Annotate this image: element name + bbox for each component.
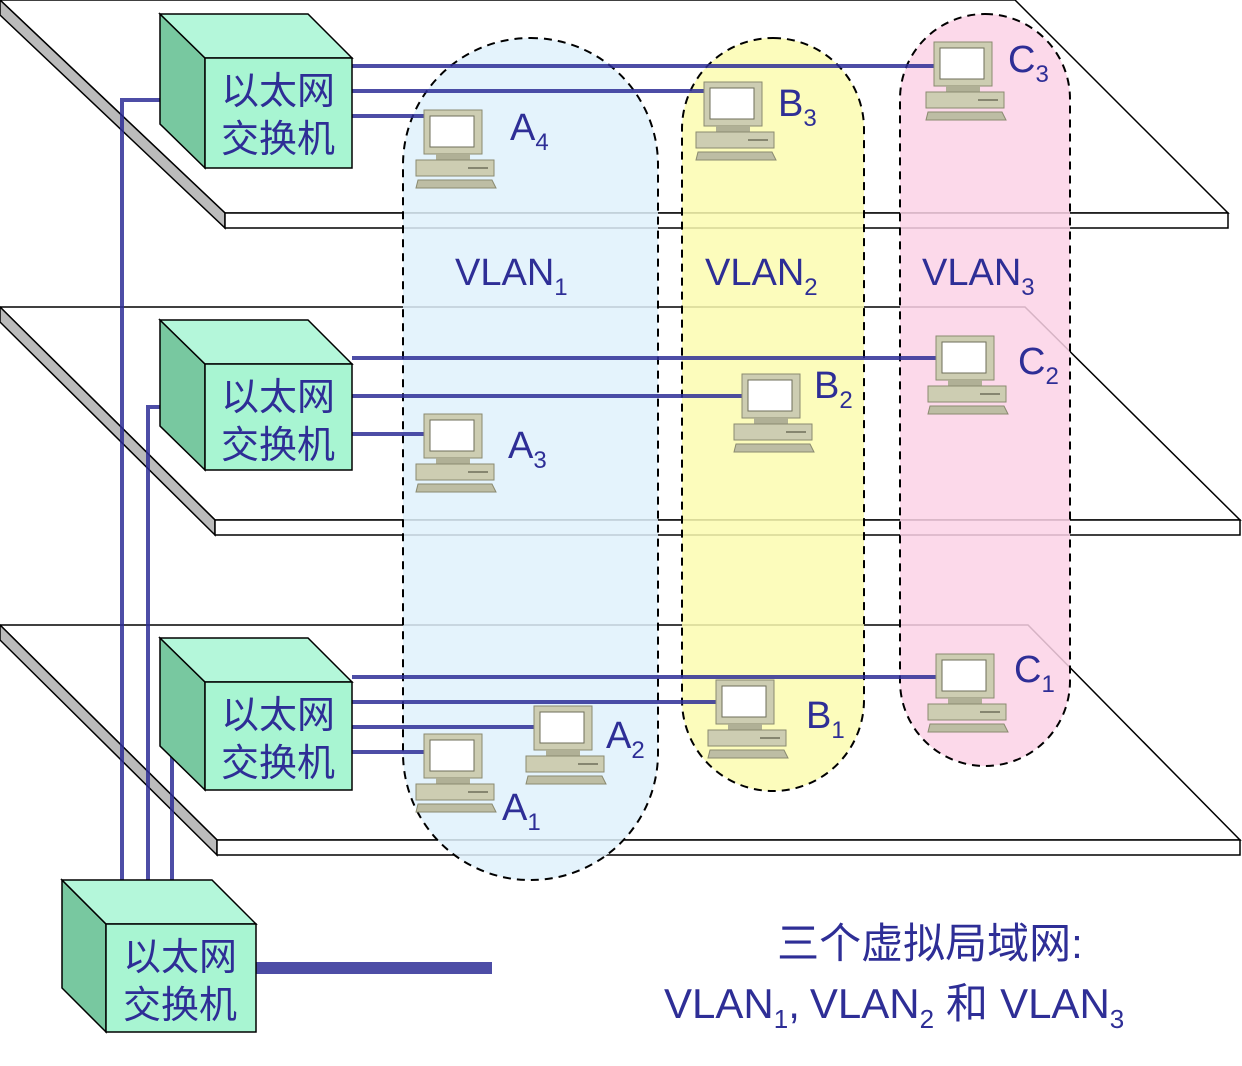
switch-bottom-label-line1: 以太网 <box>221 695 335 737</box>
switch-central-label-line1: 以太网 <box>123 937 237 979</box>
host-label-a2: A2 <box>606 715 645 764</box>
vlan3-label: VLAN3 <box>922 252 1035 301</box>
switch-top-label-line1: 以太网 <box>221 71 335 113</box>
switch-top-label-line2: 交换机 <box>221 119 335 161</box>
switch-central: 以太网 交换机 <box>60 878 258 1034</box>
vlan2-label: VLAN2 <box>705 252 818 301</box>
switch-bottom: 以太网 交换机 <box>158 636 354 792</box>
host-label-c1: C1 <box>1014 649 1055 698</box>
host-label-c3: C3 <box>1008 39 1049 88</box>
host-label-b2: B2 <box>814 365 853 414</box>
switch-top: 以太网 交换机 <box>158 12 354 170</box>
caption-line1: 三个虚拟局域网: <box>777 920 1083 967</box>
switch-bottom-label-line2: 交换机 <box>221 743 335 785</box>
vlan1-region <box>402 37 659 881</box>
switch-middle: 以太网 交换机 <box>158 318 354 472</box>
switch-middle-label-line2: 交换机 <box>221 425 335 467</box>
host-label-a3: A3 <box>508 425 547 474</box>
vlan1-label: VLAN1 <box>455 252 568 301</box>
host-label-a1: A1 <box>502 787 541 836</box>
host-label-c2: C2 <box>1018 341 1059 390</box>
host-label-a4: A4 <box>510 107 549 156</box>
switch-central-label-line2: 交换机 <box>123 985 237 1027</box>
host-label-b3: B3 <box>778 83 817 132</box>
host-label-b1: B1 <box>806 695 845 744</box>
switch-middle-label-line1: 以太网 <box>221 377 335 419</box>
